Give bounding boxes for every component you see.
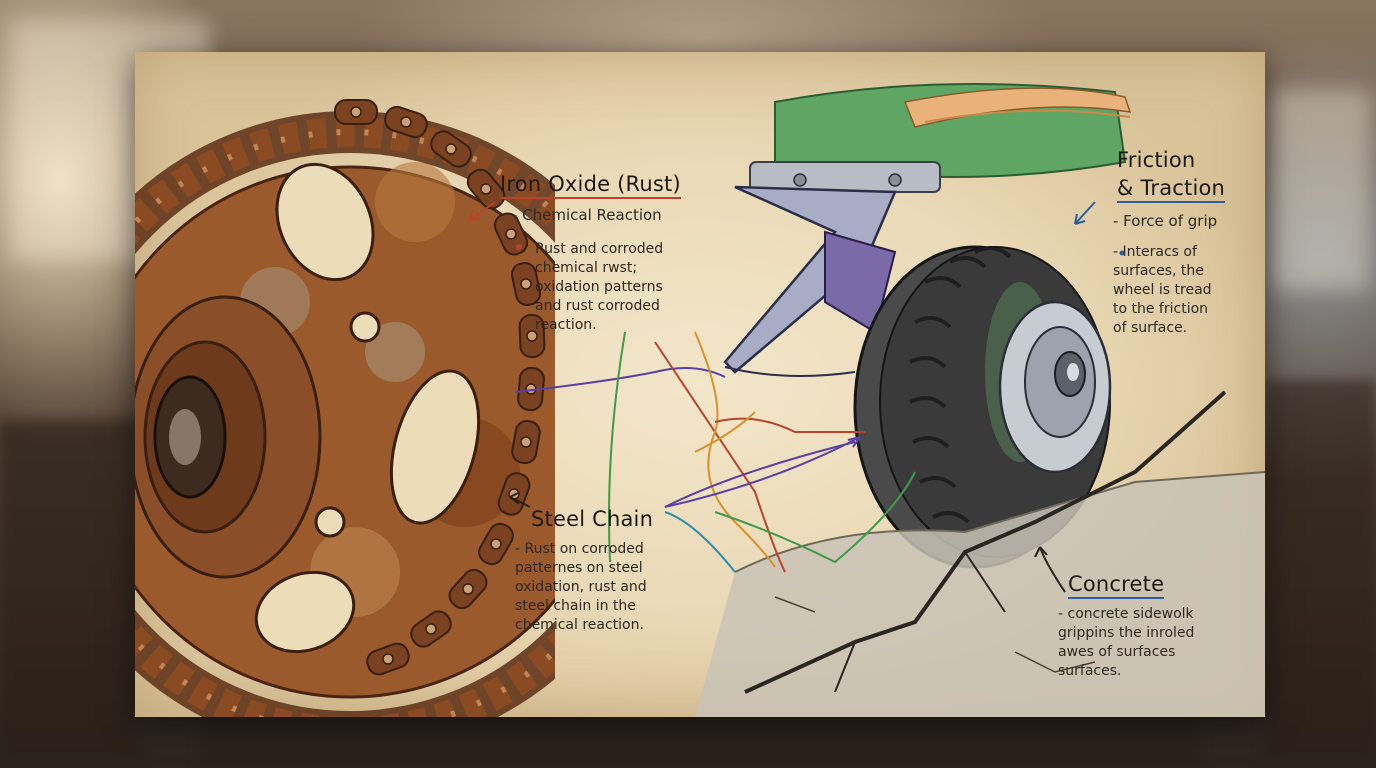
annotation-leader-lines bbox=[514, 331, 916, 573]
friction-subtitle: - Force of grip bbox=[1113, 212, 1218, 230]
steel-chain-line: - Rust on corroded bbox=[515, 541, 644, 557]
iron-oxide-line: oxidation patterns bbox=[535, 279, 663, 295]
concrete-line: grippins the inroled bbox=[1058, 625, 1195, 641]
parchment-sketch-sheet: Iron Oxide (Rust) - Chemical Reaction Ru… bbox=[135, 52, 1265, 717]
iron-oxide-line: and rust corroded bbox=[535, 298, 660, 314]
concrete-title: Concrete bbox=[1068, 572, 1165, 599]
steel-chain-line: steel chain in the bbox=[515, 598, 636, 614]
skateboard-wheel-illustration bbox=[723, 83, 1132, 569]
concrete-line: awes of surfaces bbox=[1058, 644, 1176, 660]
concrete-description: - concrete sidewolk grippins the inroled… bbox=[1058, 605, 1194, 681]
annotation-arrows bbox=[469, 201, 1096, 593]
friction-title-line2: & Traction bbox=[1117, 176, 1226, 203]
cracked-concrete-illustration bbox=[695, 390, 1265, 717]
friction-line: - Interacs of bbox=[1113, 244, 1197, 260]
sketch-illustration bbox=[135, 83, 1265, 717]
friction-line: of surface. bbox=[1113, 320, 1188, 336]
iron-oxide-line: Rust and corroded bbox=[535, 241, 664, 257]
steel-chain-title: Steel Chain bbox=[531, 507, 654, 531]
steel-chain-description: - Rust on corroded patternes on steel ox… bbox=[515, 540, 647, 635]
steel-chain-line: chemical reaction. bbox=[515, 617, 644, 633]
iron-oxide-line: reaction. bbox=[535, 317, 597, 333]
iron-oxide-description: Rust and corroded chemical rwst; oxidati… bbox=[535, 240, 663, 335]
steel-chain-line: oxidation, rust and bbox=[515, 579, 647, 595]
iron-oxide-title: Iron Oxide (Rust) bbox=[500, 172, 681, 199]
friction-title-line1: Friction bbox=[1117, 148, 1196, 172]
friction-line: wheel is tread bbox=[1113, 282, 1212, 298]
friction-description: - Interacs of surfaces, the wheel is tre… bbox=[1113, 243, 1212, 338]
steel-chain-line: patternes on steel bbox=[515, 560, 643, 576]
concrete-line: - concrete sidewolk bbox=[1058, 606, 1194, 622]
rusty-sprocket-illustration bbox=[135, 99, 555, 717]
iron-oxide-subtitle: - Chemical Reaction bbox=[512, 206, 662, 224]
friction-line: to the friction bbox=[1113, 301, 1209, 317]
iron-oxide-line: chemical rwst; bbox=[535, 260, 638, 276]
friction-line: surfaces, the bbox=[1113, 263, 1204, 279]
concrete-line: surfaces. bbox=[1058, 663, 1122, 679]
